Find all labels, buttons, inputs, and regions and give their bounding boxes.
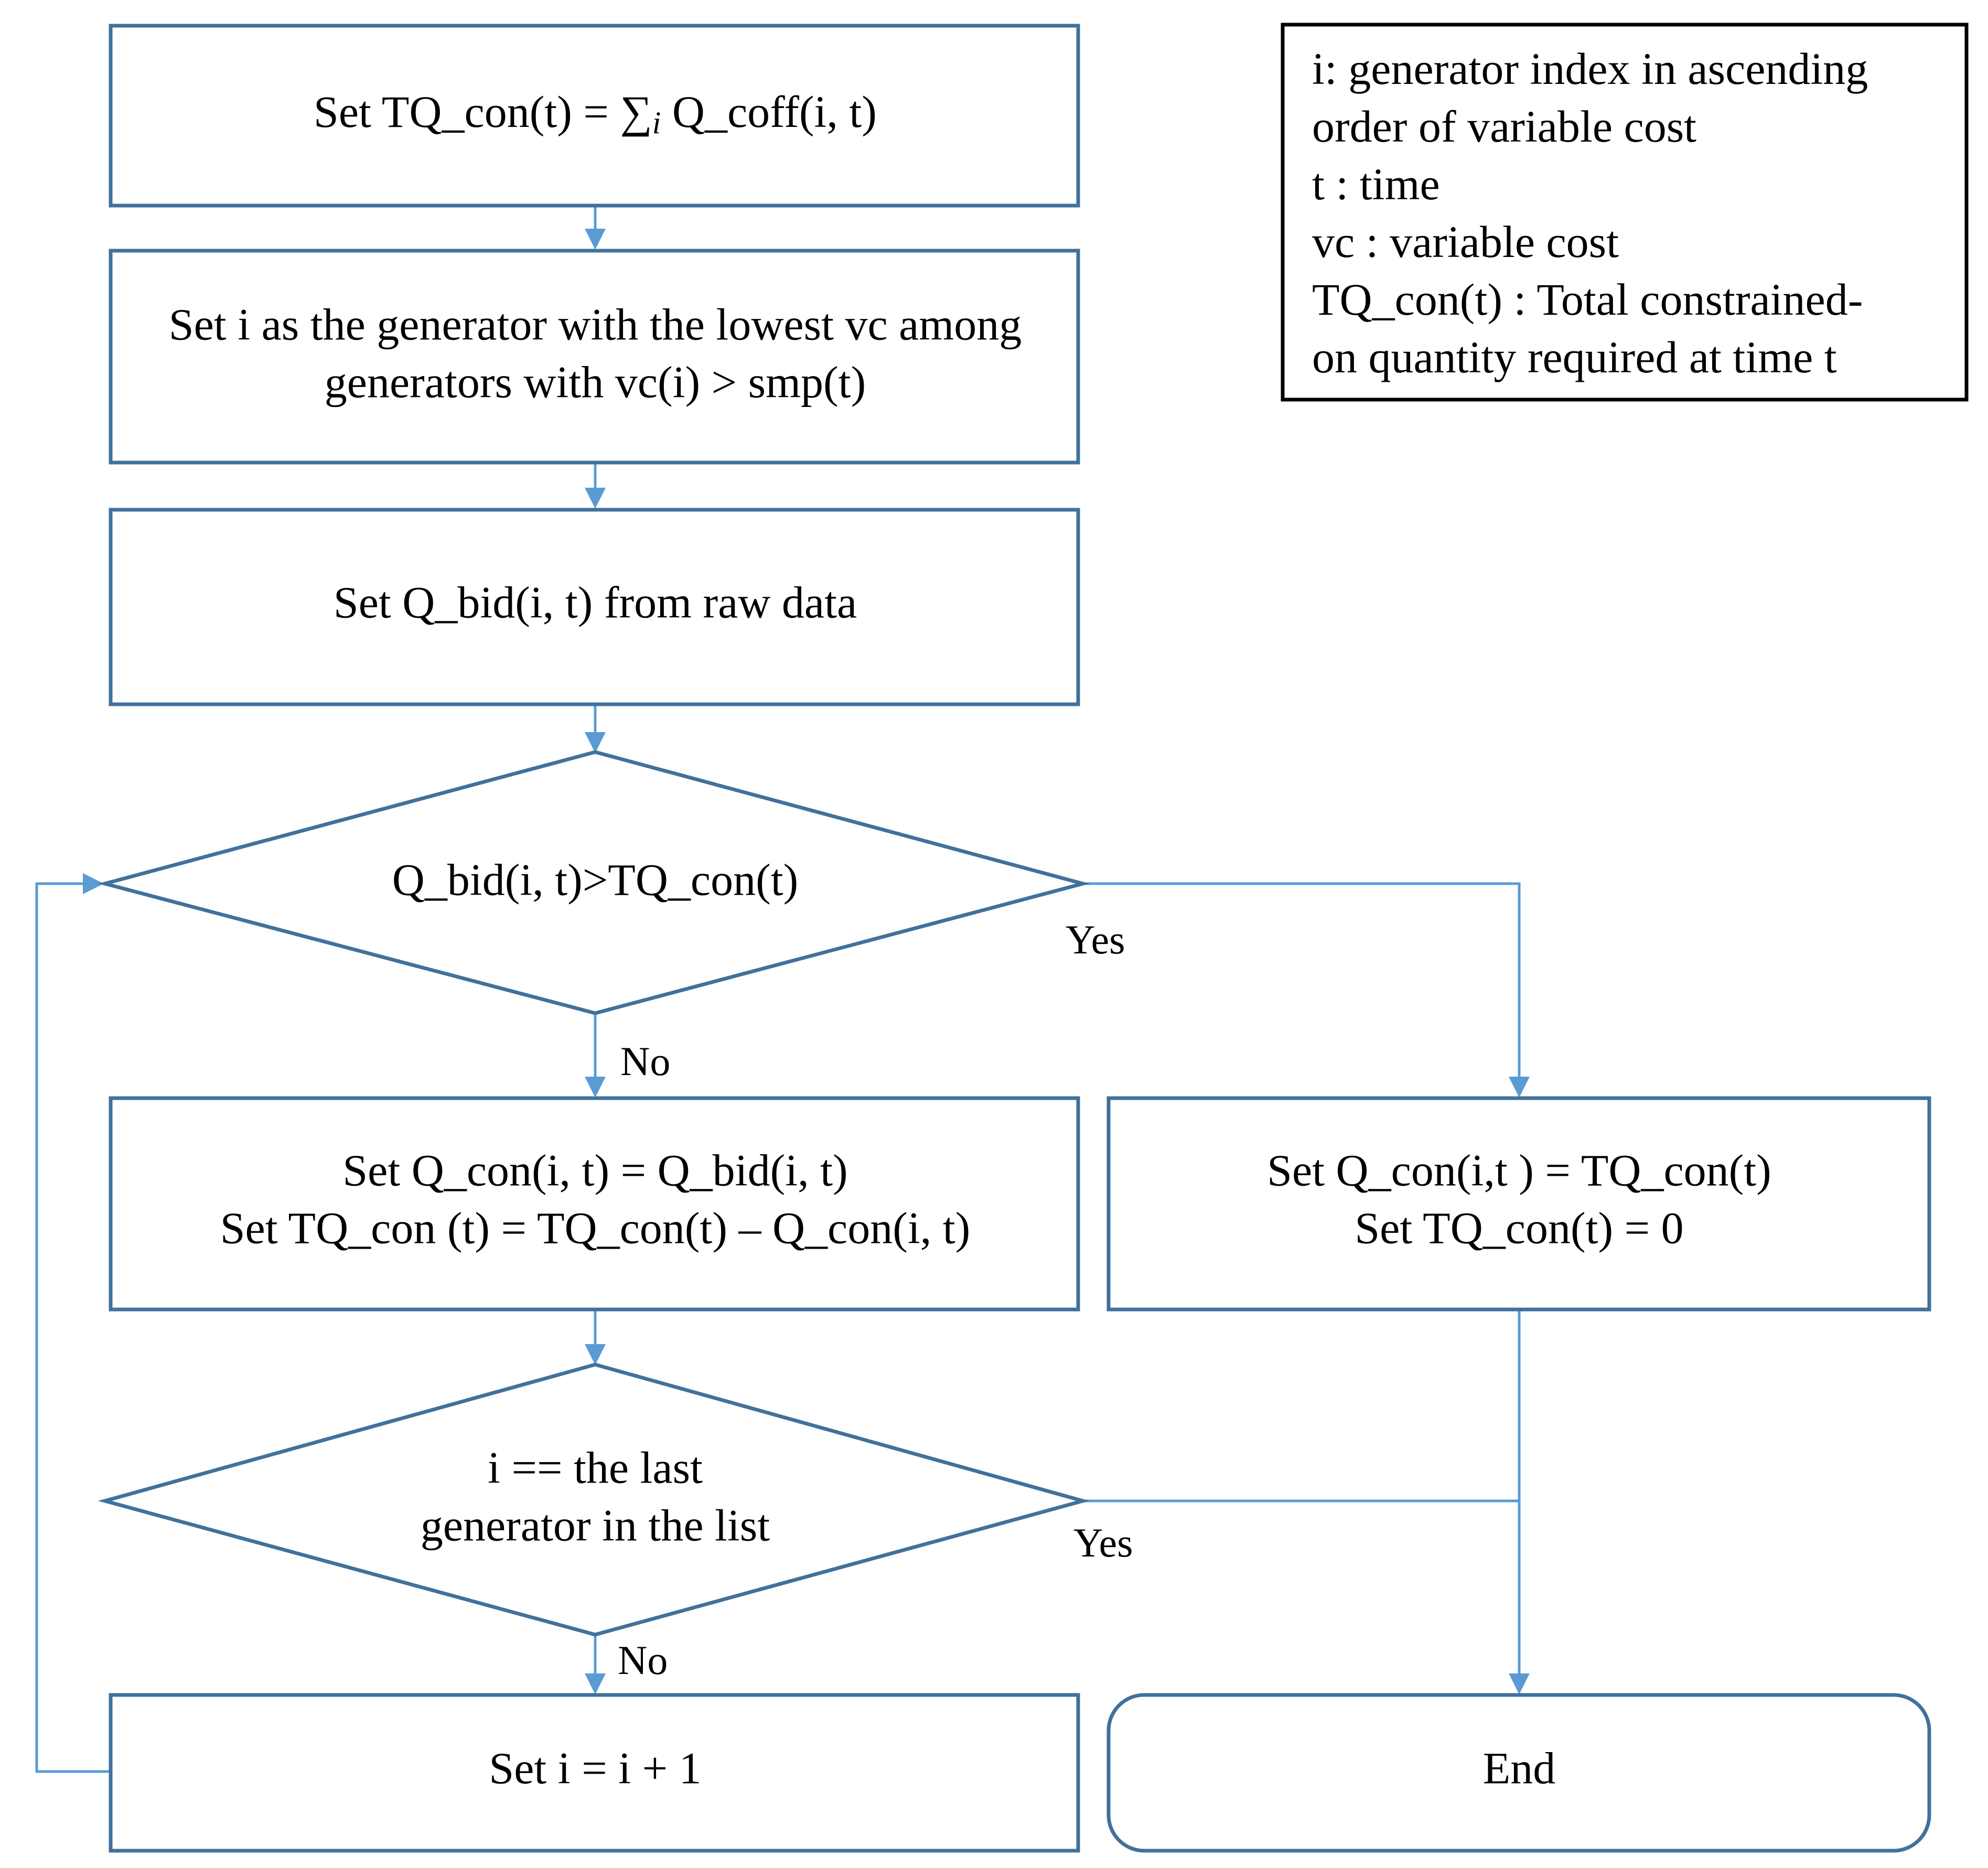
node-set-q-con-full-line1: Set Q_con(i,t ) = TQ_con(t)	[1267, 1145, 1771, 1196]
svg-text:Set TQ_con(t) = ∑i Q_coff(i, t: Set TQ_con(t) = ∑i Q_coff(i, t)	[314, 87, 877, 140]
legend-line-4: vc : variable cost	[1312, 217, 1619, 267]
node-decision-last-line1: i == the last	[488, 1443, 703, 1493]
node-set-tq-con-prefix: Set TQ_con(t) = ∑	[314, 87, 652, 137]
node-set-q-con-partial: Set Q_con(i, t) = Q_bid(i, t) Set TQ_con…	[109, 1096, 1080, 1312]
node-end: End	[1106, 1693, 1931, 1853]
legend-line-3: t : time	[1312, 159, 1440, 209]
node-set-i-lowest: Set i as the generator with the lowest v…	[109, 249, 1080, 465]
legend-line-2: order of variable cost	[1312, 101, 1696, 152]
connectors	[35, 206, 1530, 1773]
edge-label-decision-last-yes: Yes	[1073, 1520, 1133, 1565]
node-set-i-lowest-line1: Set i as the generator with the lowest v…	[169, 299, 1022, 350]
node-set-tq-con-suffix: Q_coff(i, t)	[661, 87, 877, 137]
node-set-q-con-full: Set Q_con(i,t ) = TQ_con(t) Set TQ_con(t…	[1106, 1096, 1931, 1312]
node-decision-last: i == the last generator in the list	[98, 1362, 1090, 1637]
node-set-tq-con: Set TQ_con(t) = ∑i Q_coff(i, t)	[109, 24, 1080, 208]
node-decision-last-line2: generator in the list	[421, 1500, 770, 1551]
node-set-tq-con-subscript: i	[652, 105, 661, 140]
node-end-line1: End	[1483, 1743, 1556, 1794]
arrow-decision-yes-to-full	[1083, 882, 1530, 1098]
legend: i: generator index in ascending order of…	[1281, 23, 1969, 402]
node-set-q-con-partial-line1: Set Q_con(i, t) = Q_bid(i, t)	[342, 1145, 847, 1196]
edge-label-decision-last-no: No	[618, 1637, 668, 1683]
edge-label-decision-q-bid-no: No	[620, 1038, 670, 1084]
node-set-q-bid-line1: Set Q_bid(i, t) from raw data	[334, 577, 857, 628]
legend-line-1: i: generator index in ascending	[1312, 44, 1868, 94]
legend-line-6: on quantity required at time t	[1312, 332, 1837, 382]
node-increment-i-line1: Set i = i + 1	[489, 1743, 701, 1794]
legend-line-5: TQ_con(t) : Total constrained-	[1312, 274, 1863, 325]
arrow-loop-back	[35, 873, 111, 1773]
edge-label-decision-q-bid-yes: Yes	[1066, 917, 1125, 962]
node-decision-q-bid-line1: Q_bid(i, t)>TQ_con(t)	[392, 855, 799, 905]
node-decision-q-bid: Q_bid(i, t)>TQ_con(t)	[98, 750, 1090, 1015]
node-increment-i: Set i = i + 1	[109, 1693, 1080, 1853]
node-set-i-lowest-line2: generators with vc(i) > smp(t)	[325, 357, 866, 407]
node-set-q-con-full-line2: Set TQ_con(t) = 0	[1355, 1203, 1683, 1253]
legend-box	[1281, 23, 1969, 402]
node-set-q-bid: Set Q_bid(i, t) from raw data	[109, 508, 1080, 706]
node-set-q-con-partial-line2: Set TQ_con (t) = TQ_con(t) – Q_con(i, t)	[220, 1203, 971, 1253]
